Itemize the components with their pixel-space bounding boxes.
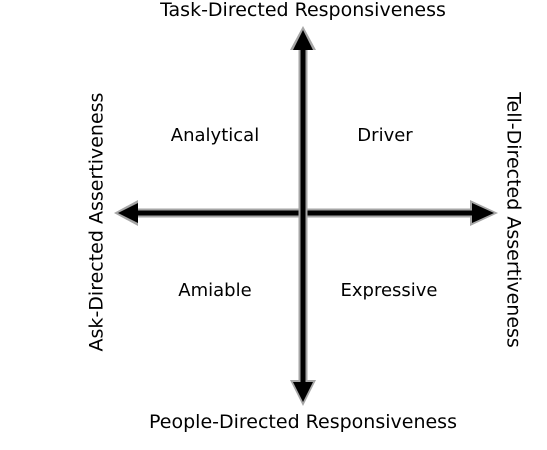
axis-label-top: Task-Directed Responsiveness — [160, 0, 446, 21]
axis-label-left: Ask-Directed Assertiveness — [85, 92, 108, 352]
vertical-axis-arrow — [290, 26, 316, 406]
quadrant-label-expressive: Expressive — [340, 280, 438, 301]
quadrant-label-amiable: Amiable — [178, 280, 252, 301]
quadrant-label-driver: Driver — [357, 125, 413, 146]
axis-label-right: Tell-Directed Assertiveness — [502, 92, 525, 348]
axis-label-bottom: People-Directed Responsiveness — [149, 411, 457, 433]
quadrant-label-analytical: Analytical — [170, 125, 260, 146]
